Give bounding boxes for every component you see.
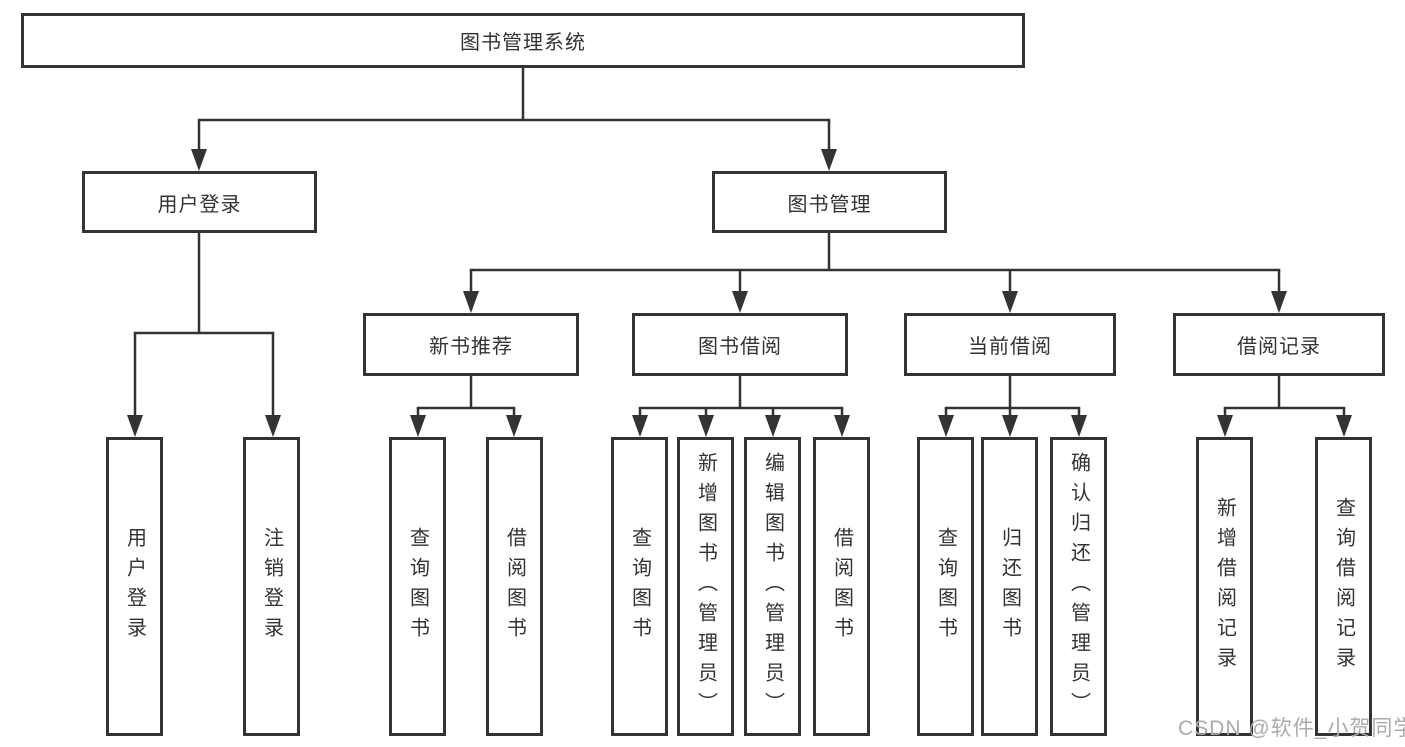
node-book-management: 图书管理 <box>712 171 947 233</box>
node-new-book-recommend: 新书推荐 <box>363 313 579 376</box>
leaf-borrow-borrow-book: 借阅图书 <box>813 437 870 736</box>
leaf-recommend-borrow-book-label: 借阅图书 <box>503 526 526 647</box>
leaf-current-return-book-label: 归还图书 <box>998 526 1021 647</box>
node-user-login-label: 用户登录 <box>157 193 242 216</box>
leaf-user-login: 用户登录 <box>106 437 163 736</box>
node-current-borrow: 当前借阅 <box>904 313 1116 376</box>
node-user-login: 用户登录 <box>82 171 317 233</box>
node-borrow-record-label: 借阅记录 <box>1237 336 1321 358</box>
leaf-borrow-add-book-admin-label: 新增图书（管理员） <box>694 451 717 722</box>
leaf-current-query-book: 查询图书 <box>917 437 974 736</box>
leaf-borrow-query-book-label: 查询图书 <box>628 526 651 647</box>
leaf-current-query-book-label: 查询图书 <box>934 526 957 647</box>
leaf-record-query-record: 查询借阅记录 <box>1315 437 1372 736</box>
leaf-current-confirm-return-admin: 确认归还（管理员） <box>1050 437 1107 736</box>
leaf-borrow-borrow-book-label: 借阅图书 <box>830 526 853 647</box>
leaf-recommend-query-book: 查询图书 <box>389 437 446 736</box>
leaf-record-add-record: 新增借阅记录 <box>1196 437 1253 736</box>
leaf-record-add-record-label: 新增借阅记录 <box>1213 496 1236 677</box>
node-borrow-record: 借阅记录 <box>1173 313 1385 376</box>
leaf-borrow-edit-book-admin-label: 编辑图书（管理员） <box>761 451 784 722</box>
leaf-user-login-label: 用户登录 <box>123 526 146 647</box>
leaf-record-query-record-label: 查询借阅记录 <box>1332 496 1355 677</box>
node-book-borrow: 图书借阅 <box>632 313 848 376</box>
csdn-watermark: CSDN @软件_小贺同学 <box>1178 717 1405 740</box>
leaf-current-confirm-return-admin-label: 确认归还（管理员） <box>1067 451 1090 722</box>
leaf-logout: 注销登录 <box>243 437 300 736</box>
node-root: 图书管理系统 <box>21 13 1025 68</box>
leaf-recommend-borrow-book: 借阅图书 <box>486 437 543 736</box>
leaf-borrow-edit-book-admin: 编辑图书（管理员） <box>744 437 801 736</box>
node-root-label: 图书管理系统 <box>460 32 586 54</box>
leaf-borrow-query-book: 查询图书 <box>611 437 668 736</box>
node-book-borrow-label: 图书借阅 <box>698 336 782 358</box>
leaf-current-return-book: 归还图书 <box>981 437 1038 736</box>
node-book-management-label: 图书管理 <box>787 193 872 216</box>
leaf-logout-label: 注销登录 <box>260 526 283 647</box>
node-new-book-recommend-label: 新书推荐 <box>429 336 513 358</box>
node-current-borrow-label: 当前借阅 <box>968 336 1052 358</box>
leaf-borrow-add-book-admin: 新增图书（管理员） <box>677 437 734 736</box>
leaf-recommend-query-book-label: 查询图书 <box>406 526 429 647</box>
